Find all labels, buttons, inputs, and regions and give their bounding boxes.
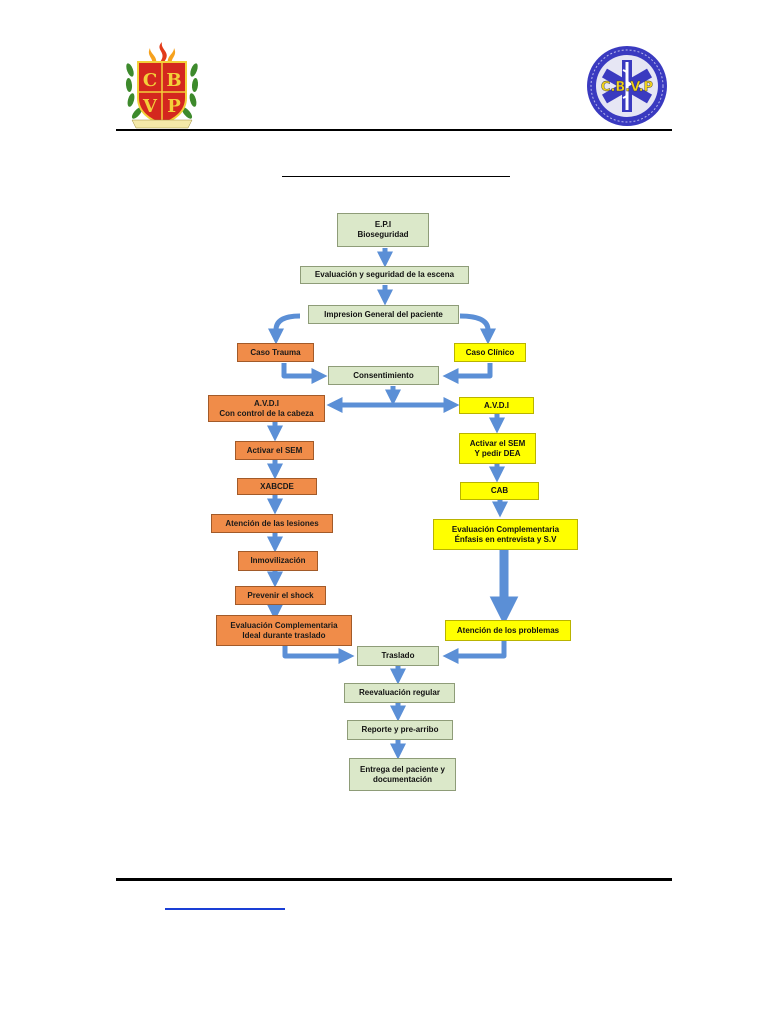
node-right-complementary: Evaluación Complementaria Énfasis en ent… [433,519,578,550]
title-underline [282,176,510,177]
node-epi: E.P.I Bioseguridad [337,213,429,247]
node-clinical: Caso Clínico [454,343,526,362]
cbvp-shield-logo: C B V P [124,40,200,130]
cbvp-letter-b: B [166,70,181,91]
node-report: Reporte y pre-arribo [347,720,453,740]
node-left-lesions: Atención de las lesiones [211,514,333,533]
cbvp-letter-p: P [167,96,181,117]
node-reevaluation: Reevaluación regular [344,683,455,703]
cbvp-letter-v: V [142,96,158,117]
cbvp-letter-c: C [143,70,157,91]
node-right-avdi: A.V.D.I [459,397,534,414]
node-left-complementary: Evaluación Complementaria Ideal durante … [216,615,352,646]
node-epi-line1: E.P.I [374,220,392,230]
node-left-sem: Activar el SEM [235,441,314,460]
footer-rule [116,878,672,881]
node-left-avdi: A.V.D.I Con control de la cabeza [208,395,325,422]
node-left-shock: Prevenir el shock [235,586,326,605]
arrow-left-to-transfer [282,646,355,664]
node-scene: Evaluación y seguridad de la escena [300,266,469,284]
node-right-cab: CAB [460,482,539,500]
arrow-trauma-consent [281,363,328,384]
node-right-problems: Atención de los problemas [445,620,571,641]
node-impression: Impresion General del paciente [308,305,459,324]
node-epi-line2: Bioseguridad [357,230,409,239]
cbvp-medical-logo: C.B.V.P [584,44,670,128]
header-rule [116,129,672,131]
node-left-immobilization: Inmovilización [238,551,318,571]
arrow-impression-trauma [268,313,301,345]
node-transfer: Traslado [357,646,439,666]
footer-link-underline[interactable] [165,908,285,910]
node-consent: Consentimiento [328,366,439,385]
arrow-impression-clinical [459,313,497,345]
node-left-xabcde: XABCDE [237,478,317,495]
arrow-clinical-consent [442,363,493,385]
node-right-sem: Activar el SEM Y pedir DEA [459,433,536,464]
cbvp-medical-logo-text: C.B.V.P [601,80,653,95]
node-delivery: Entrega del paciente y documentación [349,758,456,791]
node-trauma: Caso Trauma [237,343,314,362]
arrow-right-to-transfer [442,641,507,665]
